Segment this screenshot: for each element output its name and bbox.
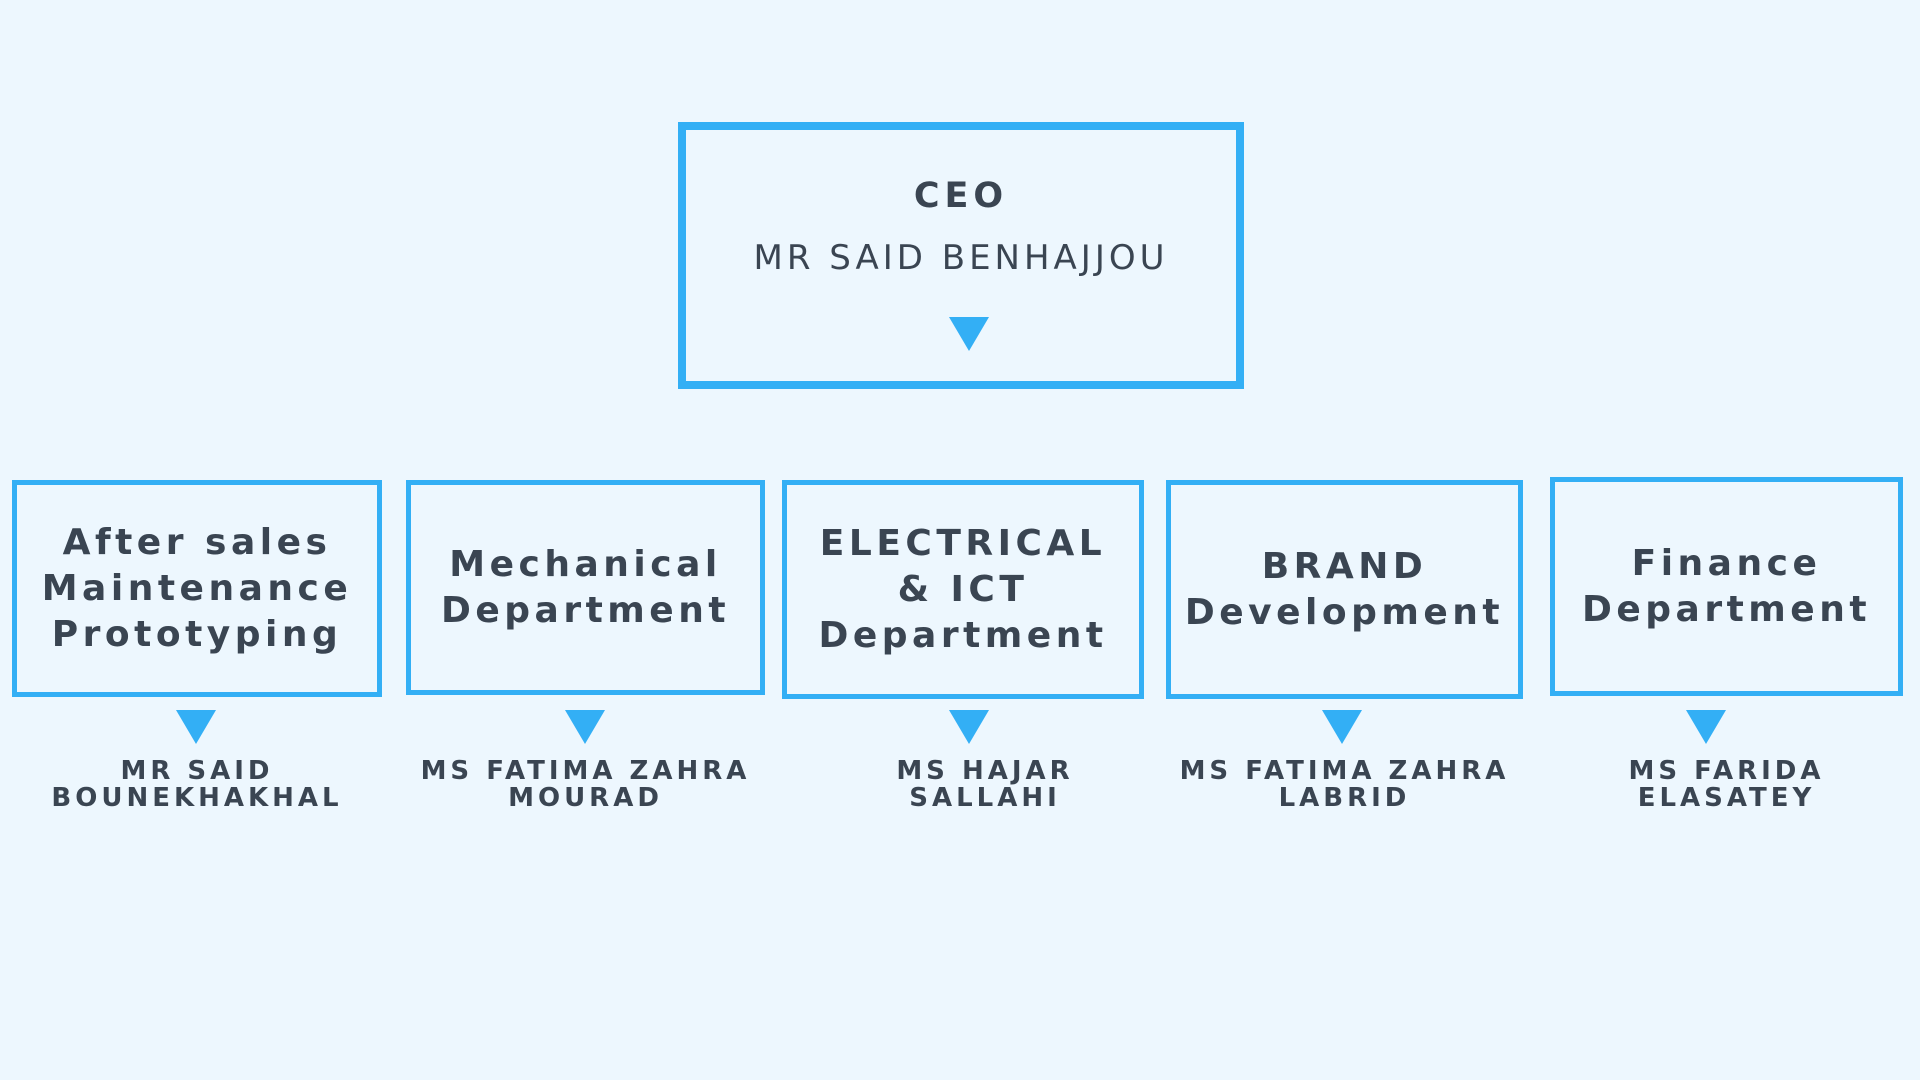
- department-head-line: LABRID: [1278, 783, 1411, 813]
- department-title-line: ELECTRICAL: [819, 522, 1107, 564]
- department-head-finance: MS FARIDA ELASATEY: [1550, 758, 1903, 812]
- department-head-electrical: MS HAJAR SALLAHI: [860, 758, 1110, 812]
- department-box-electrical: ELECTRICAL & ICT Department: [782, 480, 1144, 699]
- department-title-line: Maintenance: [41, 567, 353, 609]
- ceo-name: MR SAID BENHAJJOU: [753, 238, 1169, 278]
- department-head-line: MS FARIDA: [1628, 756, 1825, 786]
- department-title-line: Department: [1581, 588, 1872, 630]
- department-head-after-sales: MR SAID BOUNEKHAKHAL: [12, 758, 382, 812]
- department-title-line: Mechanical: [449, 543, 722, 585]
- department-head-line: MOURAD: [508, 783, 663, 813]
- department-down-arrow-icon: [1322, 710, 1362, 744]
- department-title-line: Prototyping: [51, 613, 343, 655]
- department-title-line: Department: [818, 614, 1108, 656]
- department-down-arrow-icon: [176, 710, 216, 744]
- department-head-line: ELASATEY: [1637, 783, 1816, 813]
- department-box-after-sales: After sales Maintenance Prototyping: [12, 480, 382, 697]
- department-head-line: BOUNEKHAKHAL: [51, 783, 343, 813]
- department-head-mechanical: MS FATIMA ZAHRA MOURAD: [406, 758, 765, 812]
- department-head-line: SALLAHI: [909, 783, 1061, 813]
- department-head-line: MS FATIMA ZAHRA: [420, 756, 751, 786]
- department-box-brand: BRAND Development: [1166, 480, 1523, 699]
- ceo-down-arrow-icon: [949, 317, 989, 351]
- department-head-line: MR SAID: [120, 756, 274, 786]
- department-down-arrow-icon: [949, 710, 989, 744]
- ceo-role: CEO: [913, 176, 1009, 216]
- department-head-line: MS HAJAR: [896, 756, 1074, 786]
- department-down-arrow-icon: [565, 710, 605, 744]
- ceo-box: CEO MR SAID BENHAJJOU: [678, 122, 1244, 389]
- department-title-line: Finance: [1631, 542, 1822, 584]
- department-title-line: BRAND: [1261, 545, 1428, 587]
- department-title-line: Development: [1184, 591, 1505, 633]
- department-title-line: After sales: [62, 521, 332, 563]
- department-box-mechanical: Mechanical Department: [406, 480, 765, 695]
- department-title-line: Department: [440, 589, 731, 631]
- department-box-finance: Finance Department: [1550, 477, 1903, 696]
- department-head-brand: MS FATIMA ZAHRA LABRID: [1166, 758, 1523, 812]
- department-head-line: MS FATIMA ZAHRA: [1179, 756, 1510, 786]
- department-title-line: & ICT: [897, 568, 1029, 610]
- department-down-arrow-icon: [1686, 710, 1726, 744]
